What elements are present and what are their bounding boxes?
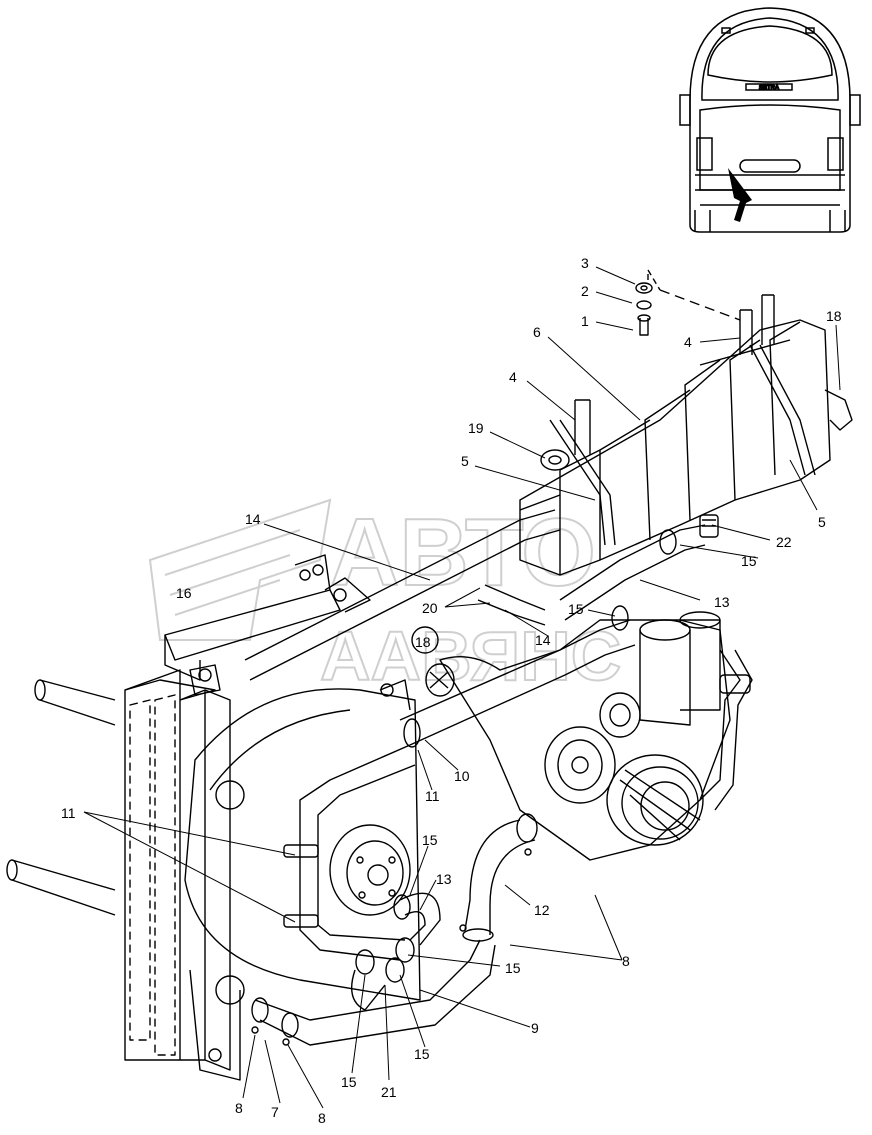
callout-4: 4 xyxy=(684,334,692,350)
callout-14: 14 xyxy=(245,511,261,527)
hose-12 xyxy=(464,819,521,931)
engine-assembly xyxy=(6,269,853,1081)
watermark: АВТО ААВЯНС xyxy=(148,498,622,696)
callout-15: 15 xyxy=(741,553,757,569)
clip xyxy=(282,1038,290,1046)
coolant-pipe-10 xyxy=(399,619,631,721)
callout-11: 11 xyxy=(61,805,76,821)
callout-14: 14 xyxy=(535,632,551,648)
watermark-logo-icon xyxy=(148,498,332,641)
left-pipe-stub-upper xyxy=(39,679,116,726)
fastener-stack xyxy=(635,269,741,336)
callout-4: 4 xyxy=(509,369,517,385)
clip xyxy=(251,1026,259,1034)
right-hose xyxy=(699,649,741,801)
tank-straps xyxy=(549,294,816,546)
radiator xyxy=(124,669,231,1071)
coolant-pipe-13 xyxy=(559,524,706,601)
callout-1: 1 xyxy=(581,313,589,329)
compressor xyxy=(639,611,721,726)
callout-12: 12 xyxy=(534,902,550,918)
callout-5: 5 xyxy=(461,453,469,469)
sensor-18-circle xyxy=(411,626,439,654)
pulley-small xyxy=(599,692,641,738)
callout-13: 13 xyxy=(714,594,730,610)
callout-19: 19 xyxy=(468,420,484,436)
callout-6: 6 xyxy=(533,324,541,340)
watermark-line2: ААВЯНС xyxy=(320,617,621,695)
filler-cap xyxy=(540,449,570,471)
engine-block xyxy=(425,619,731,861)
fan-hub xyxy=(329,824,411,916)
callout-2: 2 xyxy=(581,283,589,299)
callout-22: 22 xyxy=(776,534,792,550)
coolant-pipe-long-upper xyxy=(244,509,556,661)
clip xyxy=(459,924,467,932)
callout-9: 9 xyxy=(531,1020,539,1036)
bus-badge-plate xyxy=(745,83,793,91)
clamp xyxy=(395,937,415,963)
callout-15: 15 xyxy=(341,1074,357,1090)
expansion-tank xyxy=(519,319,831,576)
leader-lines xyxy=(83,266,841,1109)
callout-20: 20 xyxy=(422,600,438,616)
callout-18: 18 xyxy=(826,308,842,324)
watermark-line1: АВТО xyxy=(330,499,596,606)
view-direction-arrow-icon xyxy=(728,168,752,222)
callout-15: 15 xyxy=(414,1046,430,1062)
callout-3: 3 xyxy=(581,255,589,271)
bus-badge: SETRA xyxy=(759,86,779,92)
callout-13: 13 xyxy=(436,871,452,887)
callout-11: 11 xyxy=(425,788,440,804)
callout-21: 21 xyxy=(381,1084,397,1100)
callout-8: 8 xyxy=(318,1110,326,1126)
hose-13-lower xyxy=(399,892,441,946)
fan-shroud xyxy=(184,688,421,1081)
callout-8: 8 xyxy=(622,953,630,969)
clamp xyxy=(611,605,629,631)
callout-16: 16 xyxy=(176,585,192,601)
callout-15: 15 xyxy=(422,832,438,848)
callout-15: 15 xyxy=(505,960,521,976)
bracket xyxy=(164,554,371,696)
pipe-11 xyxy=(299,744,411,961)
clamp xyxy=(355,949,375,975)
clamp xyxy=(385,957,405,983)
callout-18: 18 xyxy=(415,634,431,650)
callout-7: 7 xyxy=(271,1104,279,1120)
callout-5: 5 xyxy=(818,514,826,530)
clamp xyxy=(659,529,677,555)
vent-line xyxy=(824,389,853,431)
clip xyxy=(524,848,532,856)
pulley-crank xyxy=(544,726,616,804)
callout-10: 10 xyxy=(454,768,470,784)
left-pipe-stub-lower xyxy=(11,859,116,916)
bus-rear-view: SETRA xyxy=(679,7,861,233)
callout-labels: 3 2 1 4 18 6 4 19 5 5 14 22 15 16 13 20 … xyxy=(61,255,842,1126)
pipe-21 xyxy=(351,969,386,1011)
hose-9 xyxy=(254,939,481,1021)
callout-15: 15 xyxy=(568,601,584,617)
hose-20 xyxy=(484,584,546,611)
callout-8: 8 xyxy=(235,1100,243,1116)
pulley-large xyxy=(606,754,704,846)
